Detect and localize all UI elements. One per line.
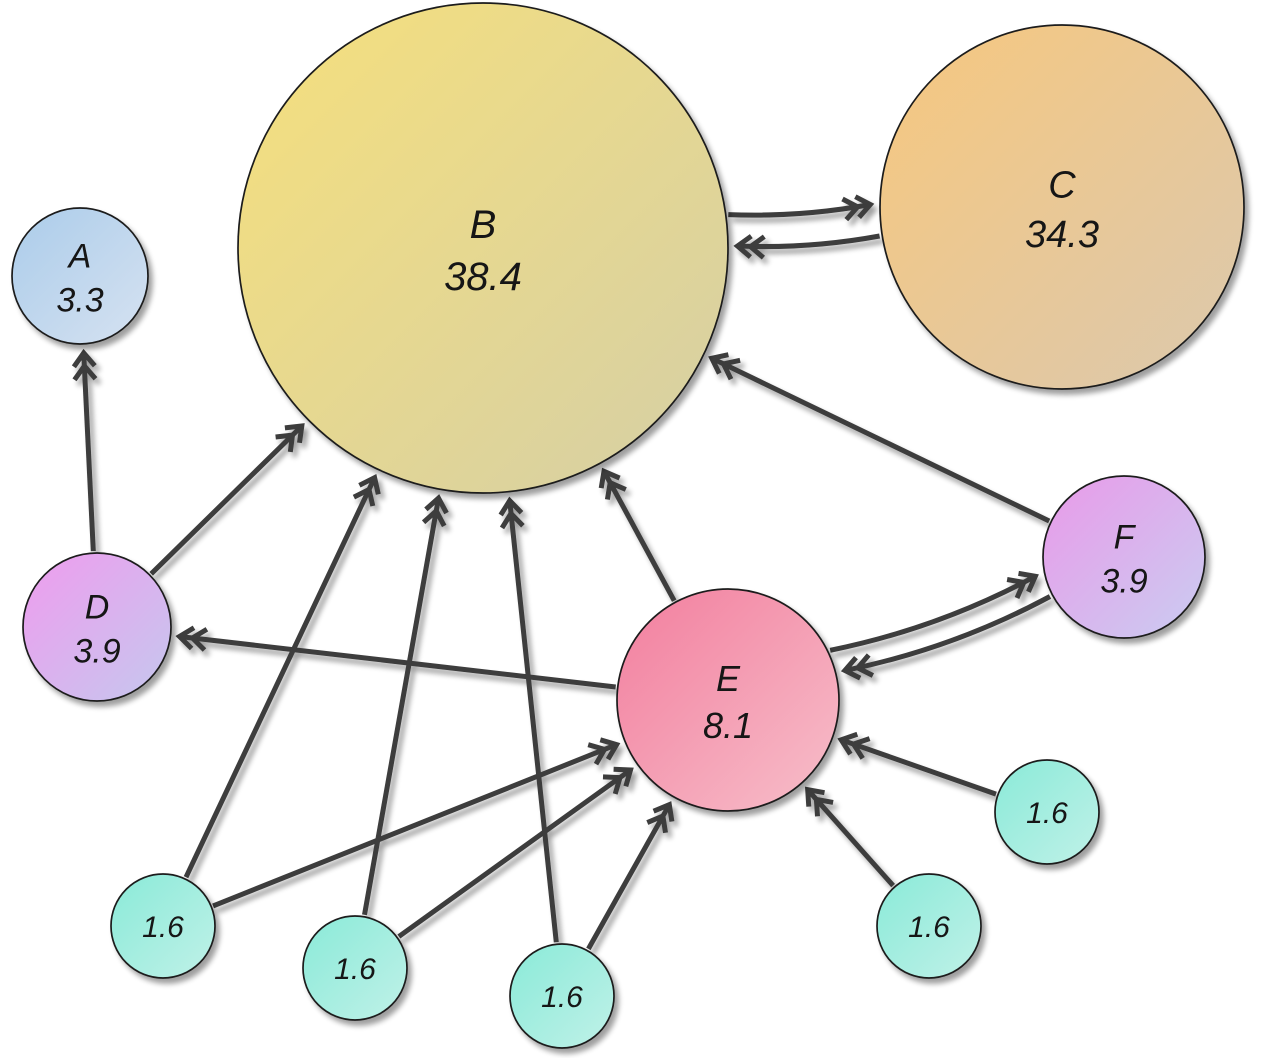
node-D: D 3.9 (22, 552, 172, 702)
arrowhead-icon (352, 485, 376, 507)
arrowhead-icon (840, 655, 862, 681)
node-circle (110, 873, 216, 979)
node-value: 38.4 (444, 255, 522, 299)
arrowhead-icon (499, 509, 525, 530)
edge-D-B (149, 423, 305, 576)
node-s4: 1.6 (876, 873, 982, 979)
arrowhead-icon (71, 348, 97, 369)
node-B: B 38.4 (237, 2, 729, 494)
edges (71, 194, 1052, 951)
node-circle (1042, 475, 1206, 639)
arrowhead-icon (175, 625, 196, 651)
node-value: 34.3 (1025, 214, 1099, 256)
arrowhead-icon (421, 506, 447, 528)
edge-s1-E (212, 737, 621, 909)
arrowhead-icon (284, 423, 305, 444)
edge-D-A (71, 348, 98, 552)
arrowhead-icon (424, 494, 449, 515)
arrowhead-icon (598, 467, 621, 489)
arrowhead-icon (841, 196, 862, 222)
node-circle (994, 759, 1100, 865)
node-circle (302, 915, 408, 1021)
arrowhead-icon (708, 352, 729, 375)
arrowhead-icon (853, 653, 875, 678)
node-value: 3.9 (1100, 563, 1147, 601)
node-F: F 3.9 (1042, 475, 1206, 639)
edge-s1-B (183, 474, 381, 879)
arrowhead-icon (733, 234, 753, 259)
arrowhead-icon (604, 479, 627, 500)
node-C: C 34.3 (879, 24, 1245, 390)
arrowhead-icon (498, 496, 524, 517)
node-label: B (470, 203, 497, 247)
edge-s2-B (362, 494, 449, 916)
arrowhead-icon (646, 812, 668, 834)
edge-s4-E (804, 786, 895, 888)
node-label: A (67, 238, 92, 276)
edge-s3-B (498, 496, 559, 943)
node-label: F (1114, 519, 1137, 557)
arrowhead-icon (602, 774, 624, 795)
arrowhead-icon (837, 731, 859, 756)
node-circle (509, 943, 615, 1049)
node-label: D (85, 589, 110, 627)
arrowhead-icon (188, 627, 209, 652)
arrowhead-icon (275, 432, 296, 453)
edge-s3-E (586, 801, 675, 951)
arrowhead-icon (849, 736, 871, 760)
node-value: 1.6 (908, 911, 950, 944)
edge-B-C (728, 194, 875, 222)
arrowhead-icon (1006, 577, 1028, 599)
node-circle (22, 552, 172, 702)
arrowhead-icon (813, 796, 834, 817)
node-circle (237, 2, 729, 494)
node-value: 1.6 (142, 911, 184, 944)
node-value: 8.1 (703, 705, 753, 746)
arrowhead-icon (613, 766, 634, 787)
node-value: 3.3 (56, 282, 103, 320)
node-value: 3.9 (73, 633, 120, 671)
edge-s5-E (837, 731, 997, 797)
arrowhead-icon (1018, 570, 1039, 593)
arrowhead-icon (854, 194, 875, 219)
node-E: E 8.1 (616, 588, 840, 812)
arrowhead-icon (358, 474, 381, 495)
arrowhead-icon (599, 737, 621, 761)
node-label: E (716, 658, 741, 699)
node-circle (876, 873, 982, 979)
edge-F-E (840, 594, 1052, 681)
arrowhead-icon (587, 742, 609, 766)
nodes: A 3.3 B 38.4 C 34.3D 3.9E 8.1 F 3.9 1.6 1.6 1.6 1.6 1.… (11, 2, 1245, 1049)
node-s5: 1.6 (994, 759, 1100, 865)
arrowhead-icon (804, 786, 825, 807)
arrowhead-icon (72, 361, 98, 382)
node-s1: 1.6 (110, 873, 216, 979)
edge-s2-E (397, 766, 634, 939)
node-circle (11, 207, 149, 345)
node-value: 1.6 (1026, 797, 1068, 830)
node-label: C (1048, 165, 1076, 207)
edge-C-B (733, 233, 881, 260)
arrowhead-icon (719, 357, 741, 381)
edge-E-B (598, 467, 677, 602)
node-circle (879, 24, 1245, 390)
arrowhead-icon (746, 234, 766, 260)
node-value: 1.6 (541, 981, 583, 1014)
edge-E-F (829, 570, 1039, 653)
node-s3: 1.6 (509, 943, 615, 1049)
node-circle (616, 588, 840, 812)
edge-F-B (708, 352, 1051, 524)
node-value: 1.6 (334, 953, 376, 986)
arrowhead-icon (652, 801, 675, 822)
node-A: A 3.3 (11, 207, 149, 345)
node-s2: 1.6 (302, 915, 408, 1021)
edge-E-D (175, 625, 616, 690)
